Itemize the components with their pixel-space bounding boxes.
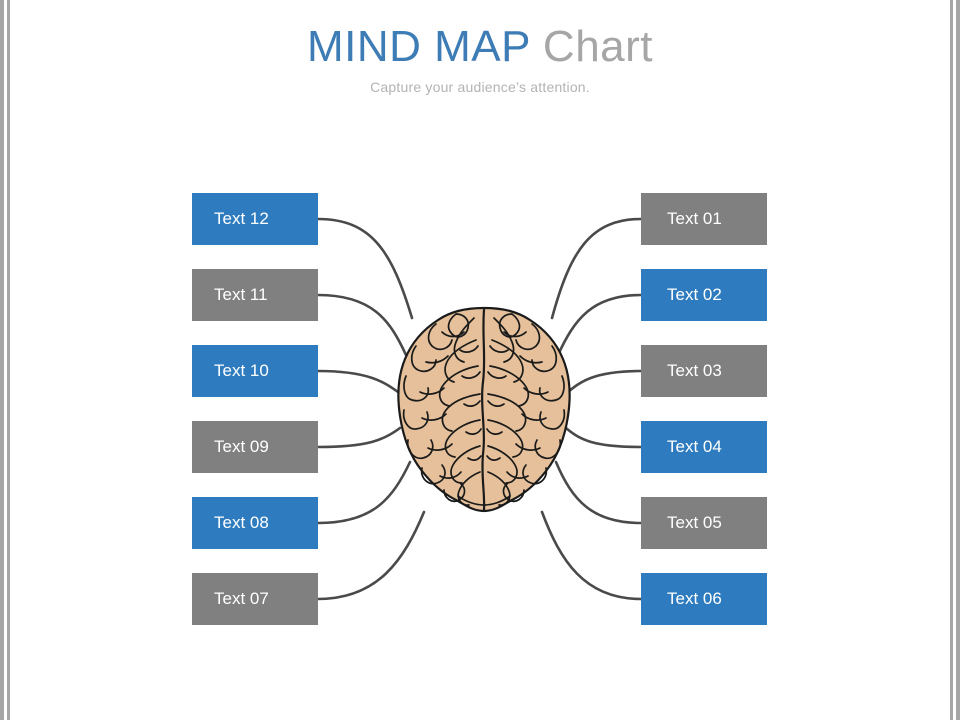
- title-main: MIND MAP: [306, 22, 531, 71]
- brain-illustration: [396, 306, 572, 514]
- node-label: Text 03: [667, 361, 722, 380]
- node-text-02[interactable]: Text 02: [641, 269, 767, 321]
- page-subtitle: Capture your audience’s attention.: [370, 79, 590, 95]
- node-label: Text 11: [214, 285, 268, 304]
- frame-inner-left: [4, 0, 7, 720]
- node-label: Text 02: [667, 285, 722, 304]
- slide-header: MIND MAP Chart Capture your audience’s a…: [0, 22, 960, 96]
- node-label: Text 07: [214, 589, 269, 608]
- connector-text-08: [316, 460, 412, 525]
- connector-text-04: [564, 426, 643, 449]
- node-text-12[interactable]: Text 12: [192, 193, 318, 245]
- node-label: Text 06: [667, 589, 722, 608]
- node-text-08[interactable]: Text 08: [192, 497, 318, 549]
- node-label: Text 04: [667, 437, 722, 456]
- connector-text-12: [316, 217, 414, 320]
- node-text-10[interactable]: Text 10: [192, 345, 318, 397]
- connector-text-01: [550, 217, 643, 320]
- node-text-05[interactable]: Text 05: [641, 497, 767, 549]
- node-text-09[interactable]: Text 09: [192, 421, 318, 473]
- page-title: MIND MAP Chart: [0, 22, 960, 72]
- brain-icon: [397, 306, 571, 513]
- connector-text-07: [316, 510, 426, 601]
- frame-inner-right: [953, 0, 956, 720]
- node-text-07[interactable]: Text 07: [192, 573, 318, 625]
- node-label: Text 10: [214, 361, 269, 380]
- node-label: Text 08: [214, 513, 269, 532]
- node-label: Text 12: [214, 209, 269, 228]
- connector-text-10: [316, 369, 400, 394]
- node-text-11[interactable]: Text 11: [192, 269, 318, 321]
- node-text-04[interactable]: Text 04: [641, 421, 767, 473]
- node-text-01[interactable]: Text 01: [641, 193, 767, 245]
- node-label: Text 01: [667, 209, 722, 228]
- node-text-03[interactable]: Text 03: [641, 345, 767, 397]
- connector-text-06: [540, 510, 643, 601]
- title-sub: Chart: [542, 22, 654, 71]
- connector-text-11: [316, 293, 408, 357]
- connector-text-05: [554, 460, 643, 525]
- connector-text-03: [566, 369, 643, 394]
- connector-text-02: [556, 293, 643, 357]
- connector-text-09: [316, 426, 402, 449]
- node-text-06[interactable]: Text 06: [641, 573, 767, 625]
- node-label: Text 09: [214, 437, 269, 456]
- node-label: Text 05: [667, 513, 722, 532]
